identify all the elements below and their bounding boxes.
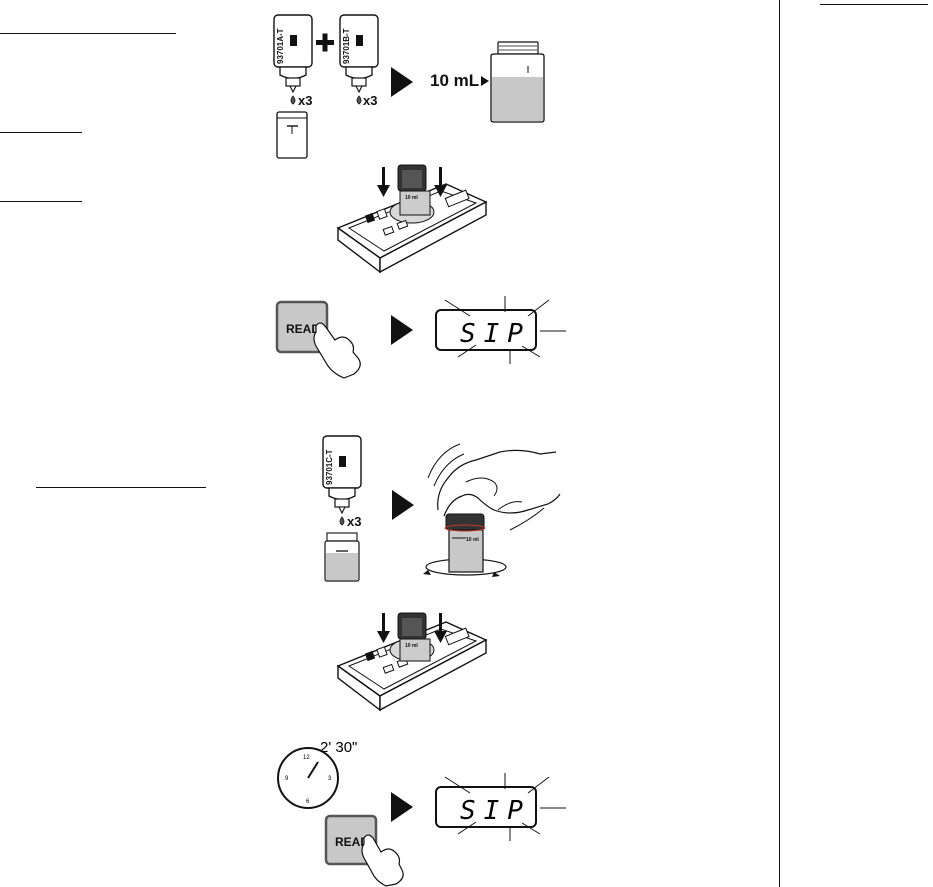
hand-pointer-icon — [313, 322, 361, 379]
cuvette-mark-1: 10 ml — [405, 195, 418, 201]
reagent-bottle-a: 93701A-T — [273, 14, 313, 94]
down-arrow-icon — [377, 167, 390, 197]
arrow-right-icon — [392, 490, 414, 520]
reagent-c-label: 93701C-T — [325, 449, 334, 485]
plus-icon — [316, 33, 334, 52]
left-underline-3 — [0, 201, 82, 202]
reagent-b-label: 93701B-T — [342, 28, 351, 64]
drop-icon — [339, 516, 345, 526]
level-pointer-icon — [481, 76, 489, 86]
reagent-bottle-c: 93701C-T — [322, 435, 362, 515]
lcd-display: SIP — [435, 296, 566, 364]
drops-count-a: x3 — [298, 93, 312, 108]
hand-pointer-icon — [361, 834, 404, 887]
arrow-right-icon — [391, 792, 413, 822]
clock-icon: 12 9 3 6 — [277, 747, 339, 809]
rotation-arrow-icon — [423, 570, 431, 575]
cuvette-in-meter: 10 ml — [397, 612, 431, 662]
left-underline-4 — [36, 487, 206, 488]
empty-cuvette — [276, 111, 308, 159]
reagent-bottle-b: 93701B-T — [339, 14, 379, 94]
down-arrow-icon — [377, 613, 390, 643]
lcd-display: SIP — [435, 773, 566, 841]
reagent-a-label: 93701A-T — [276, 28, 285, 64]
down-arrow-icon — [434, 613, 447, 643]
down-arrow-icon — [434, 167, 447, 197]
timer-label: 2' 30" — [320, 739, 357, 756]
arrow-right-icon — [391, 315, 413, 345]
filled-cuvette — [490, 41, 545, 123]
cuvette-in-meter: 10 ml — [397, 164, 431, 216]
svg-text:6: 6 — [306, 799, 310, 805]
drops-count-c: x3 — [347, 514, 361, 529]
page-divider — [779, 0, 780, 887]
drop-icon — [290, 95, 296, 105]
display-text-2: SIP — [460, 796, 531, 826]
drops-count-b: x3 — [363, 93, 377, 108]
volume-label: 10 mL — [430, 71, 479, 90]
arrow-right-icon — [391, 67, 413, 97]
drop-icon — [356, 95, 362, 105]
svg-text:3: 3 — [328, 776, 332, 782]
read-label-2: READ — [335, 835, 369, 849]
svg-text:12: 12 — [303, 755, 310, 761]
cuvette-mark-3: 10 ml — [405, 643, 418, 649]
shake-illustration: 10 ml — [423, 443, 561, 577]
left-underline-1 — [0, 33, 176, 34]
left-underline-2 — [0, 132, 82, 133]
right-top-underline — [820, 4, 928, 5]
svg-text:9: 9 — [285, 776, 289, 782]
filled-cuvette-small — [324, 532, 360, 582]
read-label-1: READ — [286, 322, 320, 336]
cuvette-mark-2: 10 ml — [466, 537, 479, 543]
display-text-1: SIP — [460, 319, 531, 349]
